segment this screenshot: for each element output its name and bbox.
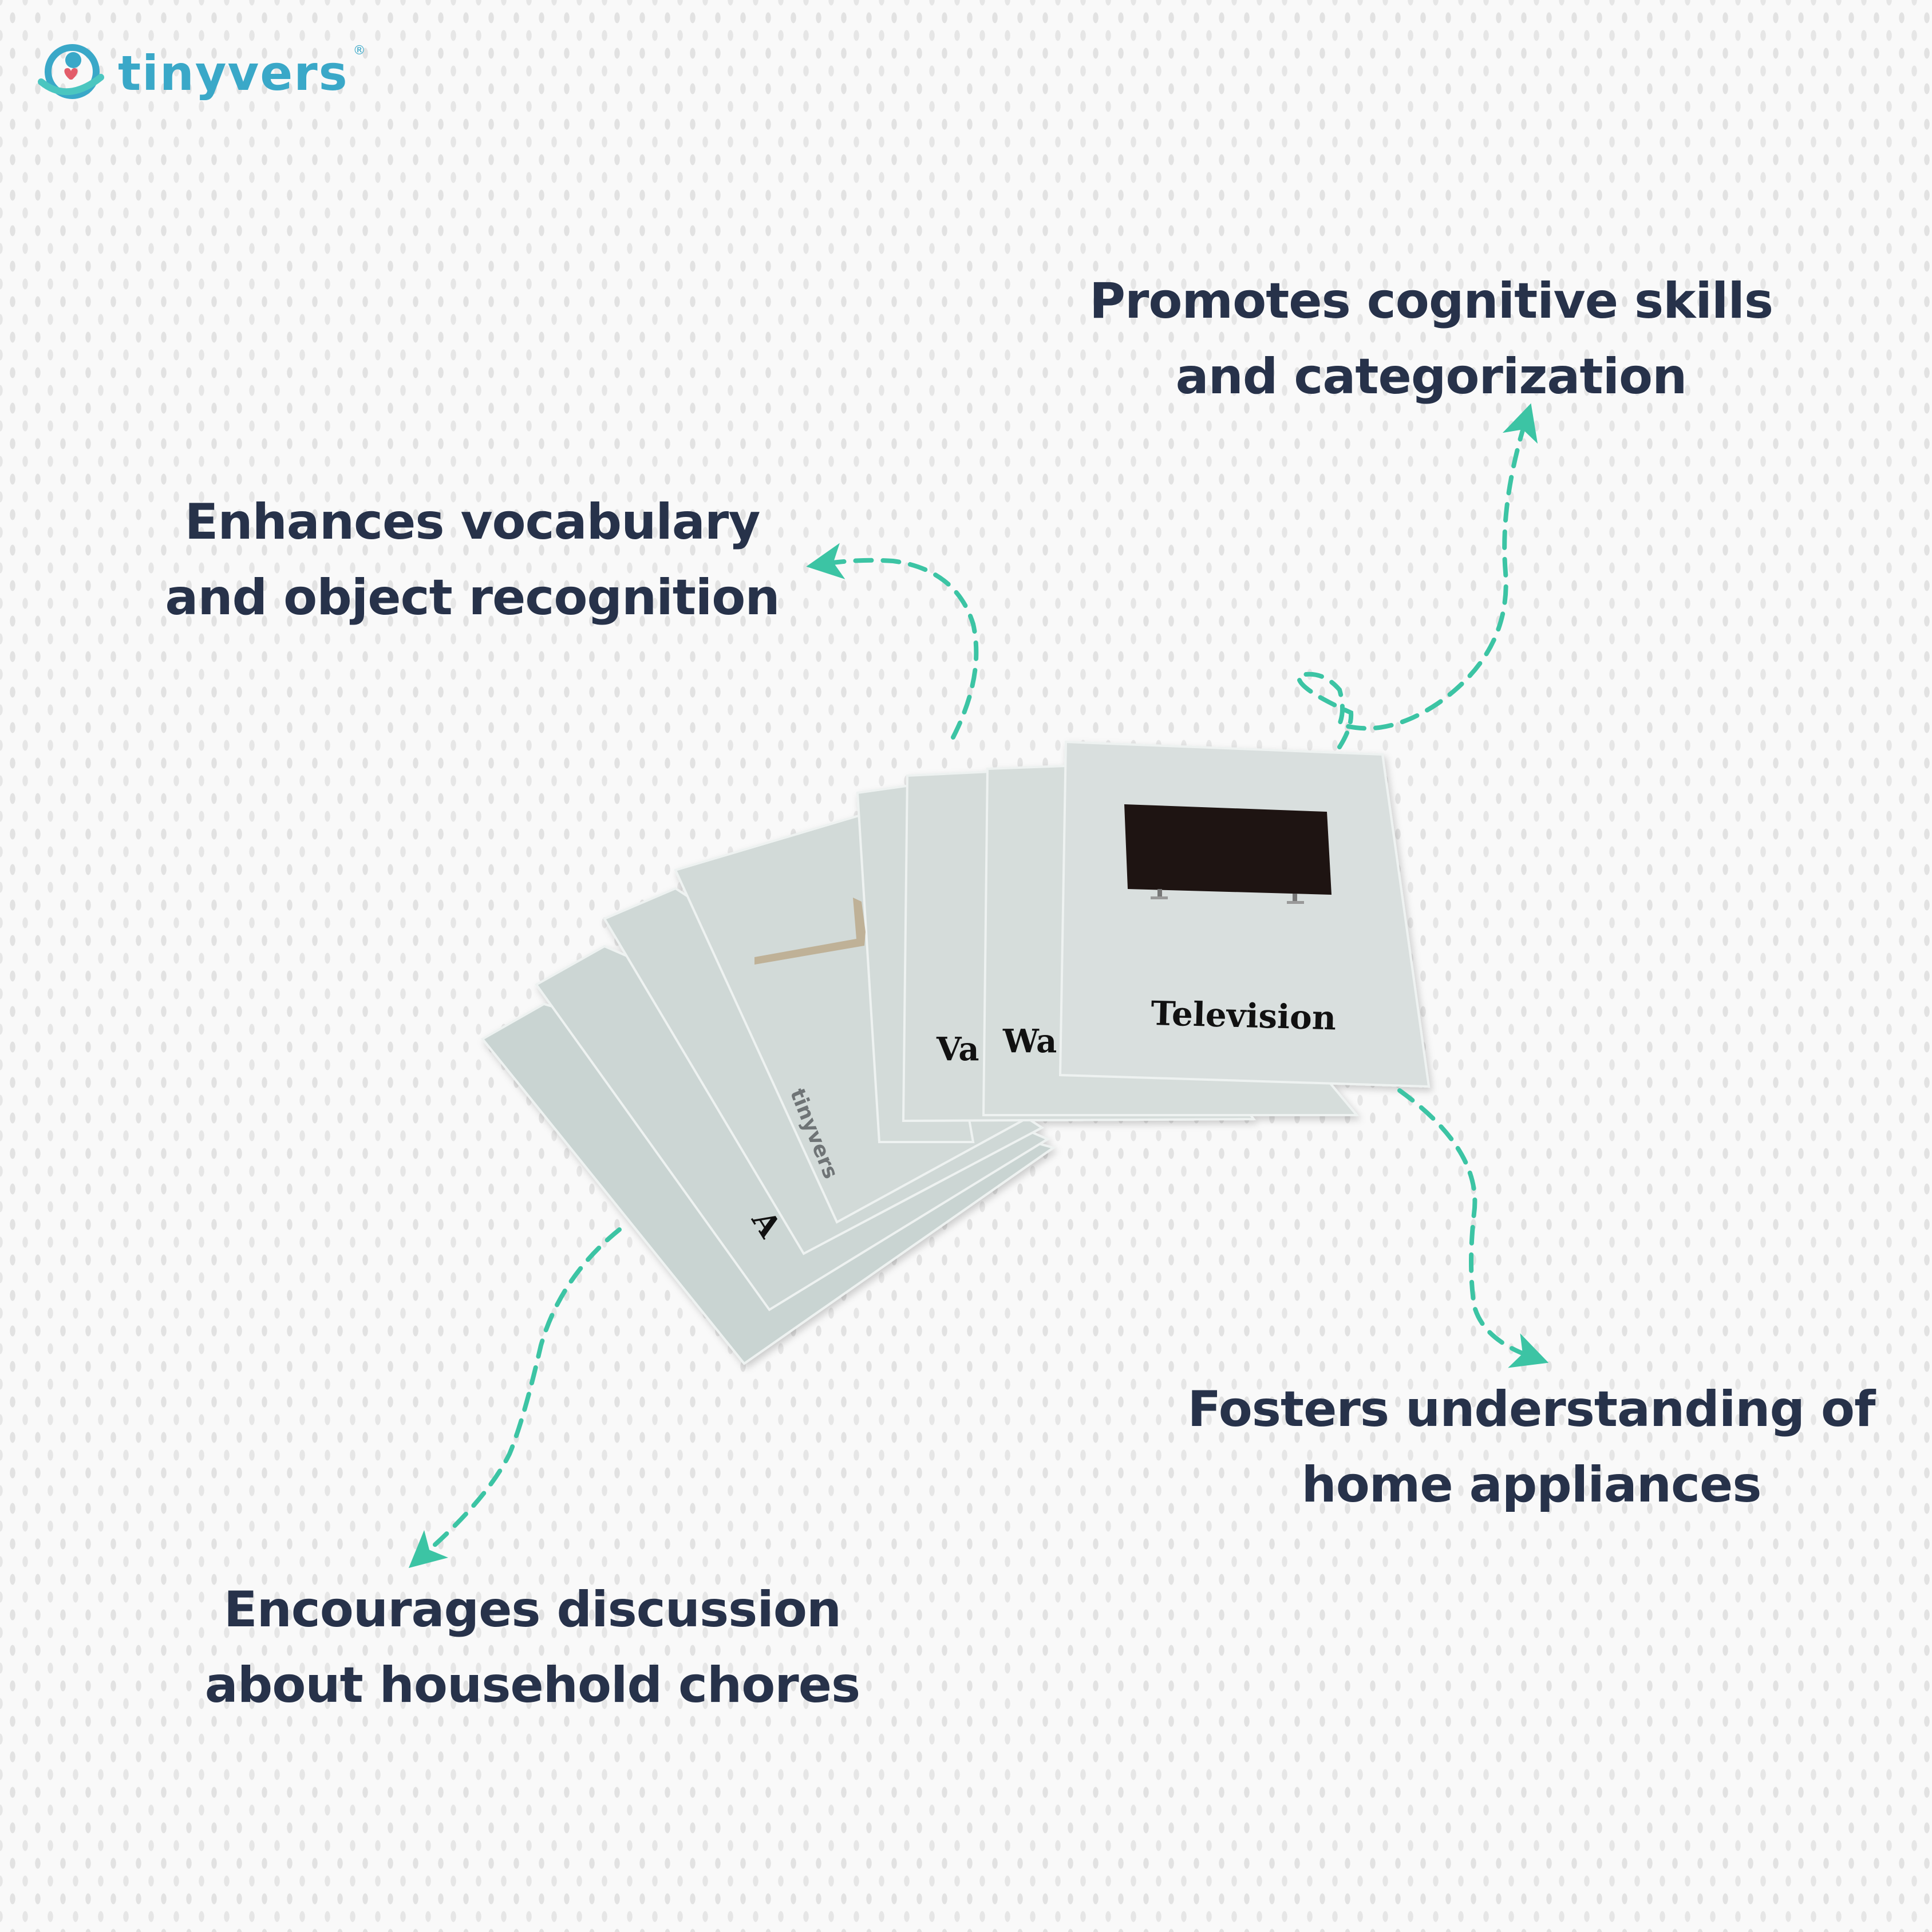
feature-line: Promotes cognitive skills bbox=[1089, 272, 1773, 330]
feature-line: Fosters understanding of bbox=[1187, 1381, 1875, 1438]
brand-logo: tinyvers ® bbox=[33, 39, 366, 108]
feature-line: and object recognition bbox=[165, 569, 780, 626]
arrow-to-vocabulary bbox=[806, 543, 979, 740]
television-picture bbox=[1124, 804, 1332, 904]
brand-name: tinyvers bbox=[118, 45, 349, 101]
feature-home-appliances: Fosters understanding of home appliances bbox=[1151, 1372, 1912, 1523]
card-label-va: Va bbox=[936, 1030, 979, 1068]
tinyvers-logo-icon bbox=[38, 44, 104, 99]
feature-line: home appliances bbox=[1301, 1456, 1761, 1514]
feature-vocabulary: Enhances vocabulary and object recogniti… bbox=[132, 484, 813, 635]
feature-household-chores: Encourages discussion about household ch… bbox=[160, 1572, 904, 1723]
card-object-brush bbox=[754, 898, 866, 965]
feature-line: about household chores bbox=[204, 1657, 861, 1714]
feature-cognitive-skills: Promotes cognitive skills and categoriza… bbox=[1070, 263, 1792, 414]
card-label-wa: Wa bbox=[1002, 1022, 1057, 1060]
arrow-to-home-appliances bbox=[1397, 1088, 1549, 1368]
feature-line: Enhances vocabulary bbox=[184, 493, 761, 551]
arrow-to-cognitive-skills bbox=[1297, 403, 1538, 749]
feature-line: and categorization bbox=[1175, 348, 1688, 405]
registered-mark: ® bbox=[353, 44, 366, 58]
arrow-to-household-chores bbox=[408, 1227, 622, 1568]
card-label-television: Television bbox=[1151, 994, 1337, 1037]
feature-line: Encourages discussion bbox=[223, 1581, 841, 1638]
